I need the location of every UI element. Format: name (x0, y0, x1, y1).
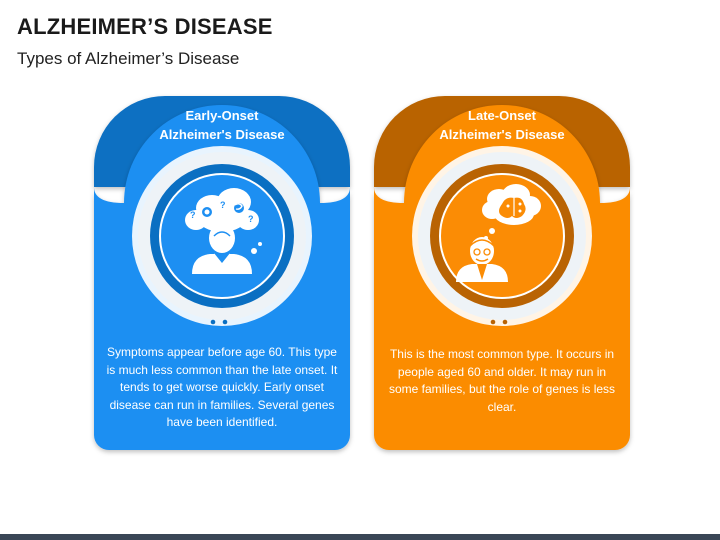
late-onset-heading-line1: Late-Onset (468, 108, 536, 123)
early-onset-heading-line1: Early-Onset (185, 108, 259, 123)
early-onset-description: Symptoms appear before age 60. This type… (106, 345, 338, 429)
confused-person-icon: ? ? ? (185, 188, 262, 274)
late-onset-description: This is the most common type. It occurs … (388, 347, 616, 414)
late-onset-heading-line2: Alzheimer's Disease (439, 127, 565, 142)
svg-text:?: ? (220, 200, 226, 210)
footer-bar (0, 534, 720, 540)
early-onset-heading: Early-Onset Alzheimer's Disease (94, 106, 350, 144)
svg-text:?: ? (190, 210, 196, 220)
elderly-person-brain-icon (456, 184, 541, 282)
page-subtitle: Types of Alzheimer’s Disease (17, 49, 240, 68)
late-onset-card (374, 96, 630, 451)
early-onset-card: ? ? ? (94, 96, 350, 451)
early-onset-heading-line2: Alzheimer's Disease (159, 127, 285, 142)
page-title: ALZHEIMER’S DISEASE (17, 14, 273, 39)
late-onset-heading: Late-Onset Alzheimer's Disease (374, 106, 630, 144)
svg-text:?: ? (248, 214, 254, 224)
